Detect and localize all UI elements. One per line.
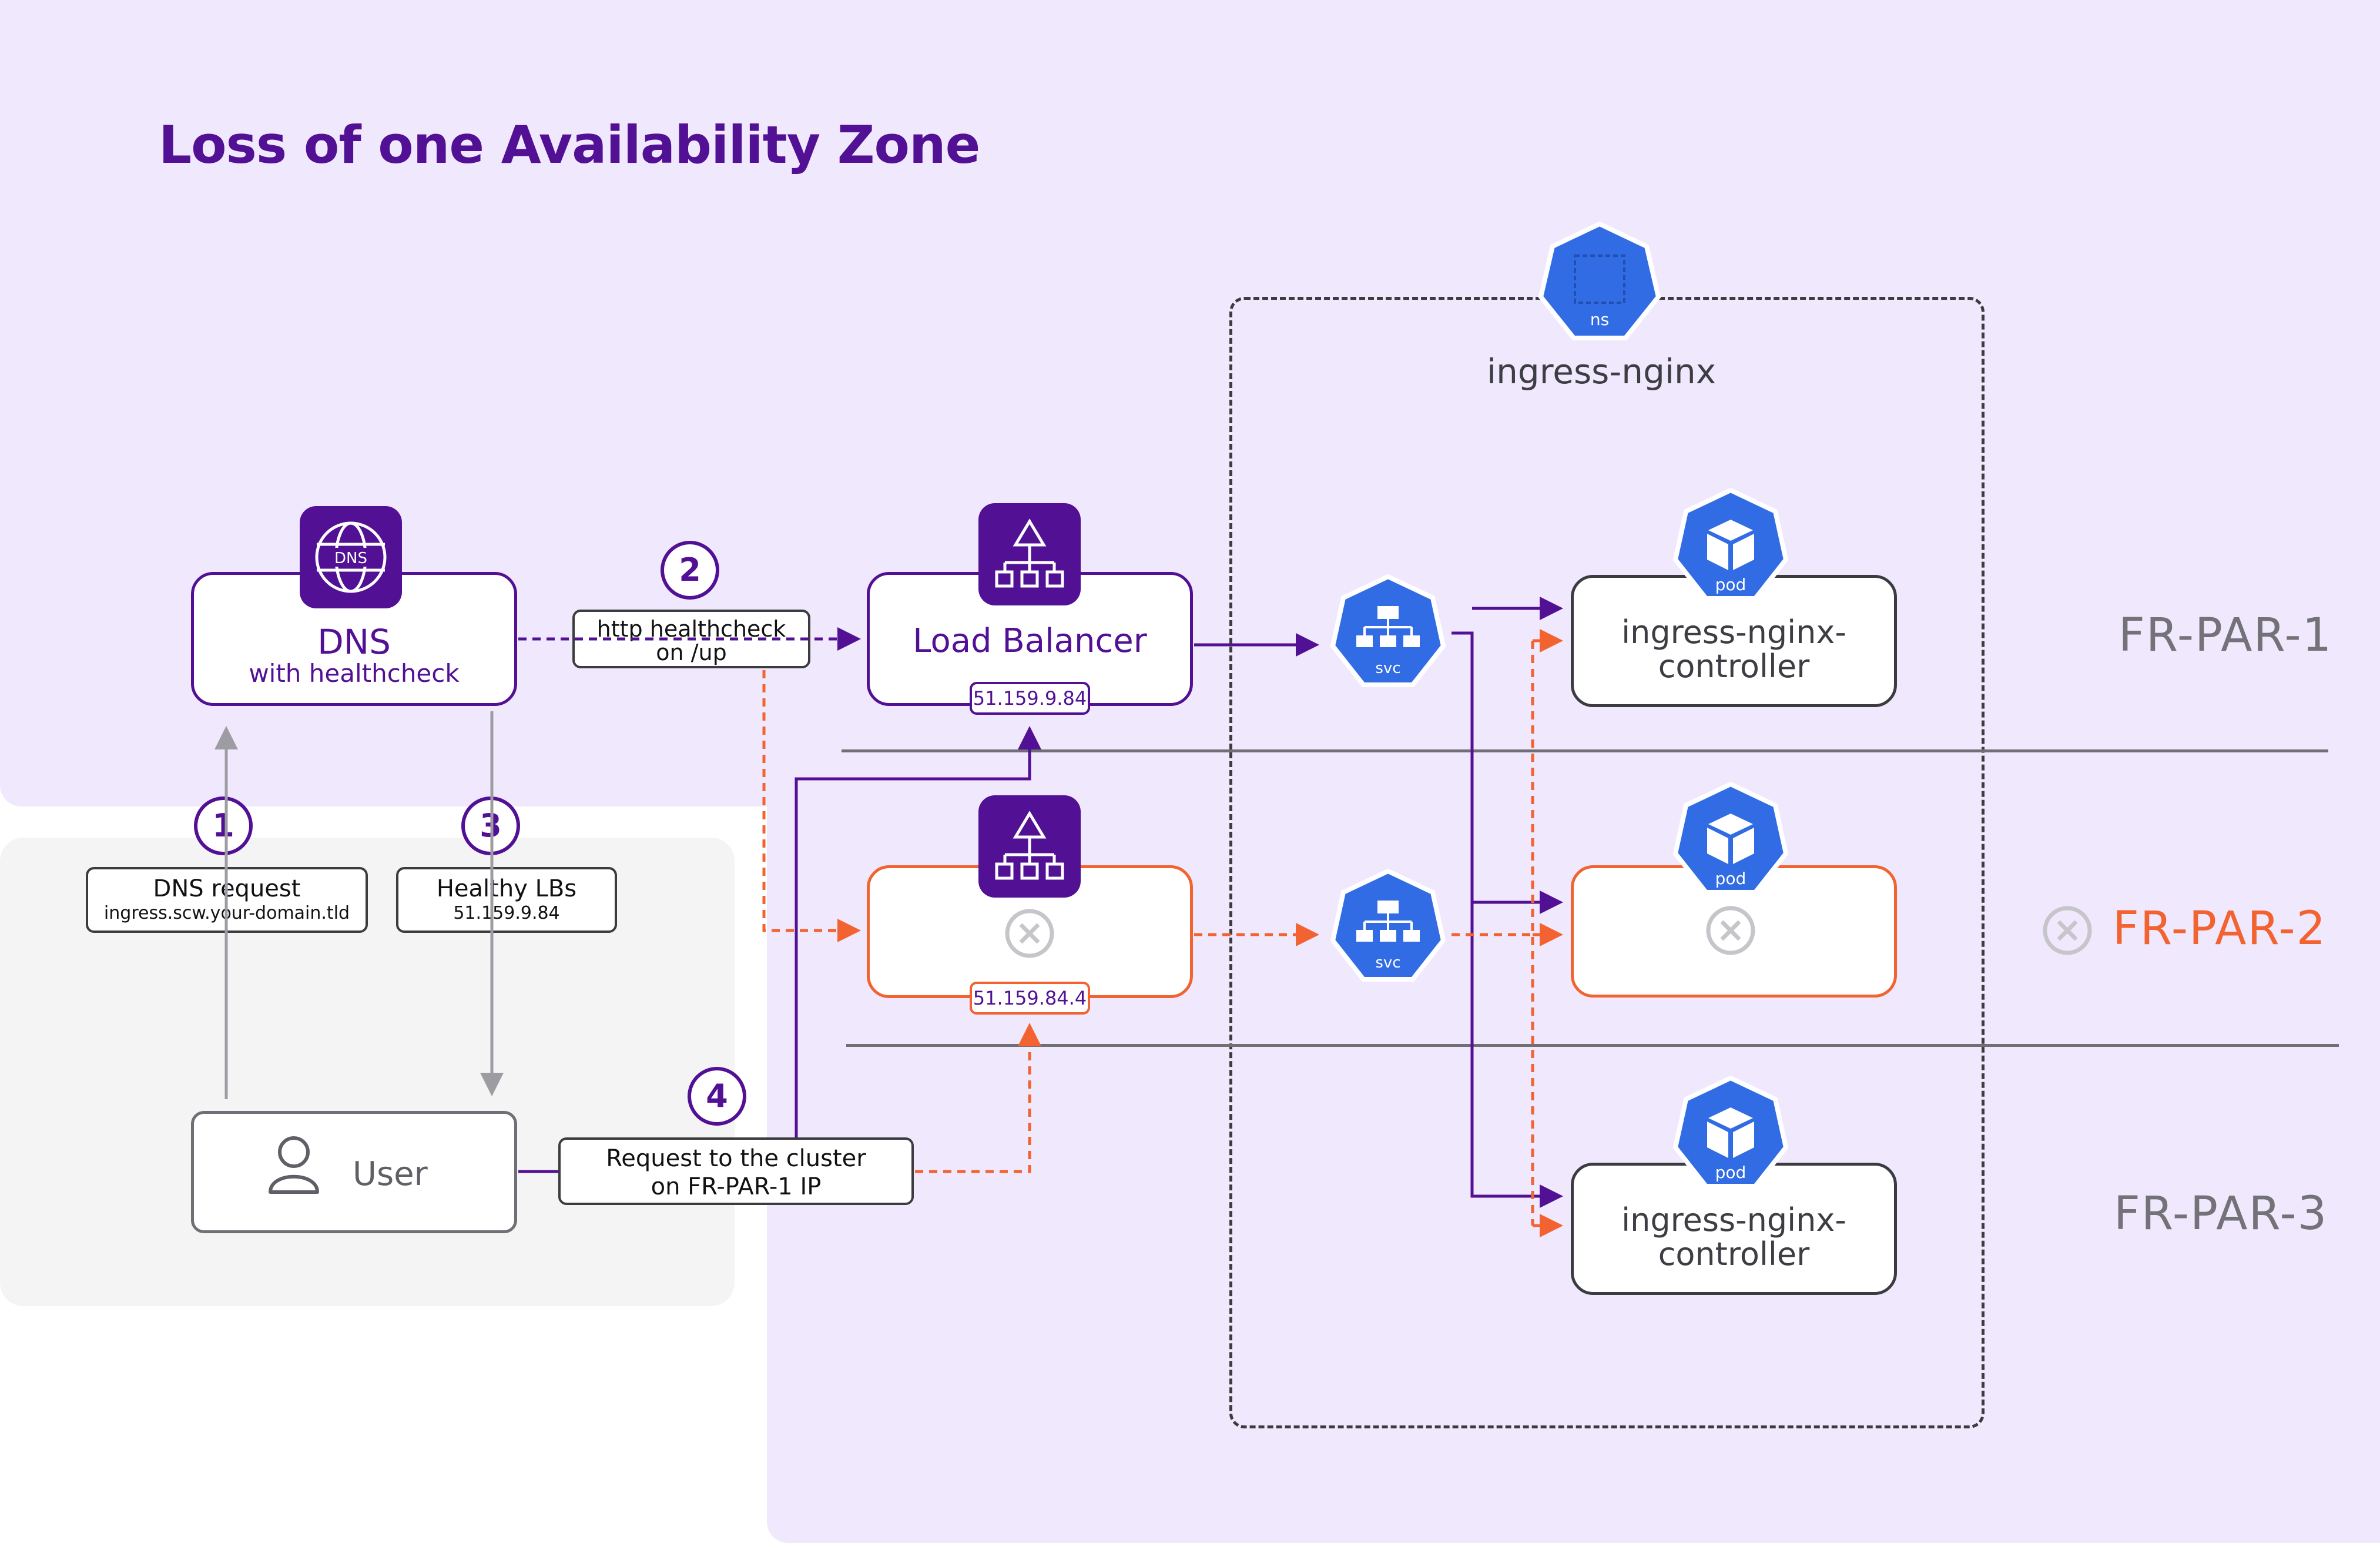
controller-par3-line1: ingress-nginx- <box>1621 1201 1846 1239</box>
step-1-badge: 1 <box>194 796 253 855</box>
globe-icon: DNS <box>300 506 402 608</box>
request-to-lb1-connector <box>795 726 1041 1137</box>
ns-icon-text: ns <box>1590 310 1609 329</box>
load-balancer-par1-ip: 51.159.9.84 <box>970 682 1090 715</box>
k8s-namespace-icon: ns <box>1538 221 1661 340</box>
load-balancer-par2-ip: 51.159.84.4 <box>970 982 1090 1015</box>
controller-par3-line2: controller <box>1658 1236 1810 1273</box>
cluster-request-line2: on FR-PAR-1 IP <box>651 1173 822 1200</box>
k8s-pod-icon: pod <box>1672 1075 1789 1189</box>
healthy-lbs-line1: Healthy LBs <box>436 875 577 902</box>
svc2-to-controllers <box>1452 641 1534 1226</box>
healthy-lbs-line2: 51.159.9.84 <box>453 903 560 923</box>
svc1-to-controllers <box>1452 631 1563 1208</box>
healthcheck-line2: on /up <box>656 640 727 665</box>
k8s-pod-icon: pod <box>1672 487 1789 601</box>
user-box: User <box>191 1111 517 1233</box>
load-balancer-icon <box>978 795 1081 898</box>
request-to-lb2-connector <box>915 1023 1041 1173</box>
load-balancer-title: Load Balancer <box>913 622 1147 660</box>
zone-label-fr-par-2: FR-PAR-2 <box>2113 902 2327 955</box>
zone-label-fr-par-1: FR-PAR-1 <box>2118 609 2333 662</box>
k8s-service-icon: svc <box>1330 574 1446 687</box>
failed-x-icon <box>1005 909 1054 958</box>
k8s-service-icon: svc <box>1330 868 1446 982</box>
svc-icon-text: svc <box>1375 954 1400 972</box>
k8s-pod-icon: pod <box>1672 781 1789 895</box>
failed-x-icon <box>1706 906 1755 955</box>
cluster-request-line1: Request to the cluster <box>606 1145 866 1172</box>
dns-title: DNS <box>317 622 391 662</box>
healthcheck-line1: http healthcheck <box>596 616 786 642</box>
pod-icon-text: pod <box>1715 1163 1747 1182</box>
step-2-badge: 2 <box>661 541 719 600</box>
healthcheck-par2-connector <box>762 670 861 942</box>
controller-par1-line1: ingress-nginx- <box>1621 614 1846 651</box>
namespace-label: ingress-nginx <box>1487 352 1717 391</box>
zone-divider-1 <box>842 749 2328 752</box>
load-balancer-icon <box>978 503 1081 605</box>
pod-icon-text: pod <box>1715 869 1747 888</box>
step-4-badge: 4 <box>688 1067 746 1126</box>
dns-icon-text: DNS <box>334 550 367 567</box>
failed-x-icon <box>2043 906 2092 955</box>
pod-icon-text: pod <box>1715 575 1747 594</box>
user-label: User <box>353 1155 428 1193</box>
zone-label-fr-par-3: FR-PAR-3 <box>2114 1187 2328 1240</box>
controller-par1-line2: controller <box>1658 648 1810 685</box>
controller-par1-box: ingress-nginx- controller <box>1571 575 1897 707</box>
user-icon <box>269 1136 319 1194</box>
healthy-lbs-label: Healthy LBs 51.159.9.84 <box>396 867 617 933</box>
svc-icon-text: svc <box>1375 660 1400 677</box>
cluster-request-label: Request to the cluster on FR-PAR-1 IP <box>558 1137 914 1205</box>
page-title: Loss of one Availability Zone <box>159 115 980 175</box>
zone-divider-2 <box>846 1044 2339 1047</box>
dns-subtitle: with healthcheck <box>249 659 460 688</box>
